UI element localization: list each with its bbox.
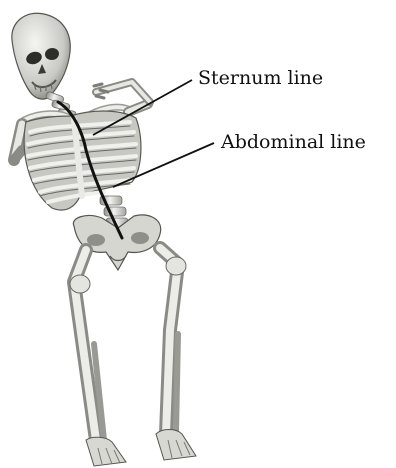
sternum-line-label: Sternum line [198,69,323,88]
skull [12,13,70,99]
ribcage [24,111,141,210]
legs [70,248,186,440]
abdominal-line-label: Abdominal line [221,133,366,152]
